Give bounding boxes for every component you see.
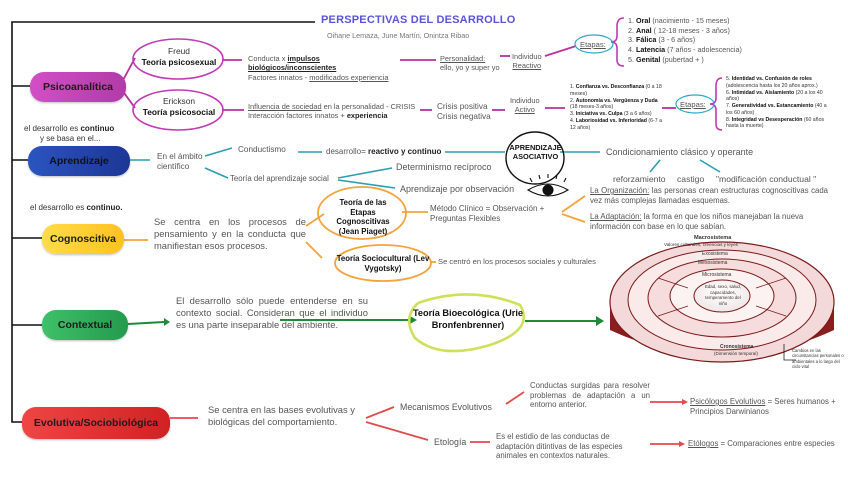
organizacion: La Organización: las personas crean estr… — [590, 186, 828, 205]
context-to-desc — [128, 322, 164, 324]
erikson-stage-item: 7. Generatividad vs. Estancamiento (40 a… — [726, 103, 828, 117]
bronf-node[interactable]: Teoría Bioecológica (Urie Bronfenbrenner… — [408, 308, 528, 331]
context-desc: El desarrollo sólo puede entenderse en s… — [176, 295, 368, 332]
category-psicoanalitica[interactable]: Psicoanalítica — [30, 72, 126, 102]
category-aprendizaje[interactable]: Aprendizaje — [28, 146, 130, 176]
category-evolutiva[interactable]: Evolutiva/Sociobiológica — [22, 407, 170, 439]
arrowhead-psic — [682, 399, 688, 405]
chrono-sub: (Dimensión temporal) — [714, 351, 758, 357]
erikson-stages-right: 5. Identidad vs. Confusión de roles (ado… — [726, 76, 828, 130]
erikson-stage-item: 4. Laboriosidad vs. Inferioridad (6-7 a … — [570, 118, 662, 132]
arrowhead-context — [164, 318, 170, 326]
etapas-label-2: Etapas: — [680, 100, 706, 109]
exo-label: Exosistema — [702, 251, 728, 258]
authors: Oihane Lemaza, June Martín, Onintza Riba… — [327, 31, 469, 40]
category-label: Aprendizaje — [49, 155, 109, 167]
page-title: PERSPECTIVAS DEL DESARROLLO — [321, 14, 515, 26]
erikson-name: Erickson — [163, 96, 195, 106]
metodo-to-adap — [562, 214, 585, 222]
reforzamiento: reforzamiento — [613, 174, 666, 185]
conductismo: Conductismo — [238, 145, 286, 155]
ind-to-etapas — [545, 46, 576, 56]
category-contextual[interactable]: Contextual — [42, 310, 128, 340]
observacion: Aprendizaje por observación — [400, 184, 514, 195]
freud-stages: 1. Oral (nacimiento - 15 meses)2. Anal (… — [628, 16, 742, 64]
micro-label: Microsistema — [702, 272, 731, 279]
desc-to-eto — [366, 422, 428, 440]
mecanismos: Mecanismos Evolutivos — [400, 402, 492, 413]
freud-name: Freud — [168, 46, 190, 56]
erikson-stage-item: 3. Iniciativa vs. Culpa (3 a 6 años) — [570, 111, 662, 118]
erikson-brace — [710, 78, 722, 130]
cond-to-ref — [650, 160, 660, 172]
metodo: Método Clínico = Observación + Preguntas… — [430, 204, 560, 224]
cond-to-mod — [700, 160, 720, 172]
freud-stage-item: 4. Latencia (7 años - adolescencia) — [628, 45, 742, 55]
metodo-to-org — [562, 196, 585, 212]
asociativo[interactable]: APRENDIZAJE ASOCIATIVO — [508, 144, 563, 162]
piaget-node[interactable]: Teoría de las Etapas Cognoscitivas (Jean… — [326, 198, 400, 237]
aprend-note: el desarrollo es continuo y se basa en e… — [24, 124, 134, 144]
etologos: Etólogos = Comparaciones entre especies — [688, 439, 844, 449]
arrowhead-etologos — [679, 441, 685, 447]
freud-node[interactable]: Freud Teoría psicosexual — [134, 46, 224, 67]
category-cognoscitiva[interactable]: Cognoscitiva — [42, 224, 124, 254]
etologia: Etología — [434, 437, 466, 448]
condicionamiento: Condicionamiento clásico y operante — [606, 147, 753, 158]
freud-stage-item: 5. Genital (pubertad + ) — [628, 55, 742, 65]
mec-to-desc — [506, 392, 524, 404]
ambito: En el ámbito científico — [157, 152, 217, 173]
meso-label: Mesosistema — [698, 260, 727, 267]
erikson-theory: Teoría psicosocial — [143, 107, 215, 117]
mec-desc: Conductas surgidas para resolver problem… — [530, 381, 650, 410]
eto-desc: Es el estidio de las conductas de adapta… — [496, 432, 646, 461]
erikson-stage-item: 6. Intimidad vs. Aislamiento (20 a los 4… — [726, 90, 828, 104]
evol-desc: Se centra en las bases evolutivas y biol… — [208, 404, 370, 428]
freud-stage-item: 1. Oral (nacimiento - 15 meses) — [628, 16, 742, 26]
adaptacion: La Adaptación: la forma en que los niños… — [590, 212, 828, 231]
etapas-label-1: Etapas: — [580, 40, 606, 49]
category-label: Cognoscitiva — [50, 233, 116, 245]
erikson-stage-item: 1. Confianza vs. Desconfianza (0 a 18 me… — [570, 84, 662, 98]
cogn-desc: Se centra en los procesos de pensamiento… — [154, 216, 306, 253]
freud-stage-item: 2. Anal ( 12-18 meses - 3 años) — [628, 26, 742, 36]
freud-stage-item: 3. Fálica (3 - 6 años) — [628, 35, 742, 45]
modificacion: "modificación conductual " — [716, 174, 816, 185]
desc-to-mec — [366, 407, 394, 418]
macro-sub: Valores culturales, creencias y leyes — [664, 242, 738, 248]
category-label: Psicoanalítica — [43, 81, 113, 93]
desc-to-vyg — [306, 242, 322, 258]
eco-side-note: Cambios en las circunstancias personales… — [792, 348, 846, 370]
erikson-stage-item: 5. Identidad vs. Confusión de roles (ado… — [726, 76, 828, 90]
chrono-label: Cronosistema — [720, 344, 753, 351]
social-to-determ — [338, 168, 392, 178]
category-label: Contextual — [58, 319, 112, 331]
erikson-stage-item: 2. Autonomía vs. Vergüenza y Duda (18 me… — [570, 98, 662, 112]
castigo: castigo — [677, 174, 704, 185]
eye-icon — [528, 174, 568, 196]
determinismo: Determinismo recíproco — [396, 162, 492, 173]
erikson-desc: Influencia de sociedad en la personalida… — [248, 102, 428, 121]
freud-desc: Conducta x impulsos biológicos/inconscie… — [248, 54, 408, 82]
psicologos: Psicólogos Evolutivos = Seres humanos + … — [690, 397, 840, 416]
erikson-node[interactable]: Erickson Teoría psicosocial — [134, 96, 224, 117]
category-label: Evolutiva/Sociobiológica — [34, 417, 158, 429]
bioecological-model: Macrosistema Valores culturales, creenci… — [598, 232, 846, 380]
vygotsky-desc: Se centró en los procesos sociales y cul… — [438, 257, 596, 266]
aprend-social: Teoría del aprendizaje social — [230, 174, 329, 184]
personalidad: Personalidad:ello, yo y super yo — [440, 54, 500, 73]
freud-theory: Teoría psicosexual — [142, 57, 217, 67]
vygotsky-node[interactable]: Teoría Sociocultural (Lev Vygotsky) — [336, 254, 430, 273]
erikson-stage-item: 8. Integridad vs Desesperación (60 años … — [726, 117, 828, 131]
cogn-note: el desarrollo es continuo. — [30, 203, 122, 213]
desarrollo: desarrollo= reactivo y continuo — [326, 147, 441, 157]
erikson-stages-left: 1. Confianza vs. Desconfianza (0 a 18 me… — [570, 84, 662, 131]
individuo-reactivo: IndividuoReactivo — [512, 52, 542, 71]
child-label: Edad, sexo, salud, capacidades, temperam… — [702, 284, 744, 307]
